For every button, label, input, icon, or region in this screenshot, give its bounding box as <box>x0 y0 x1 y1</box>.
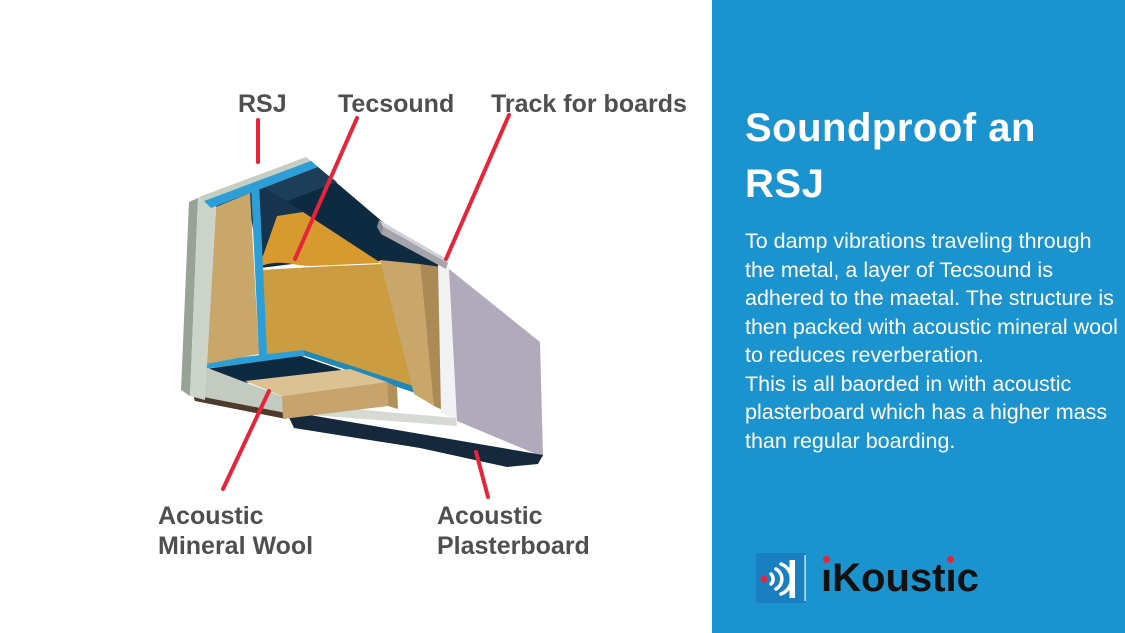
leader-lines <box>221 113 511 499</box>
track-end-cap <box>377 220 383 234</box>
mineral-wool-left-slab <box>206 193 259 364</box>
top-board-sliver <box>199 157 311 201</box>
brand-logo: ıKoustıc <box>756 551 979 605</box>
leader-mineral-wool <box>221 389 271 491</box>
description-paragraph-1: To damp vibrations traveling through the… <box>745 229 1118 367</box>
wool-block-front <box>282 382 388 419</box>
rsj-cutaway-illustration <box>181 113 543 499</box>
label-tecsound: Tecsound <box>338 90 455 118</box>
label-acoustic-mineral-wool: Acoustic Mineral Wool <box>158 502 314 560</box>
leader-track <box>444 113 511 261</box>
mineral-wool-column-light <box>380 260 434 406</box>
tecsound-bottom-rim-left <box>201 350 305 369</box>
description-text: To damp vibrations traveling through the… <box>745 227 1121 455</box>
tecsound-web-strip <box>251 181 267 356</box>
track-front-face <box>381 227 448 269</box>
tecsound-wedge <box>259 212 381 267</box>
logo-text: ıKoustıc <box>821 551 979 605</box>
steel-web-pocket <box>259 184 303 263</box>
label-rsj: RSJ <box>238 90 287 118</box>
left-board-face <box>190 193 217 400</box>
tecsound-bottom-rim-right <box>303 350 445 403</box>
leader-plasterboard <box>474 450 490 499</box>
left-board-outer-edge <box>181 198 198 396</box>
info-panel: Soundproof an RSJ To damp vibrations tra… <box>712 0 1125 633</box>
beam-underside-shadow <box>286 411 543 467</box>
label-acoustic-plasterboard: Acoustic Plasterboard <box>437 502 590 560</box>
description-paragraph-2: This is all baorded in with acoustic pla… <box>745 371 1108 453</box>
cavity-shadow <box>205 356 345 383</box>
wool-block-side <box>387 382 398 409</box>
plasterboard-panel <box>449 269 543 457</box>
sound-wave-icon <box>756 553 806 603</box>
label-track-for-boards: Track for boards <box>491 90 687 118</box>
leader-tecsound <box>293 116 359 261</box>
plasterboard-edge-strip <box>438 262 457 420</box>
track-top-face <box>379 220 448 263</box>
bottom-shadow-strip <box>193 395 286 419</box>
wool-block-top <box>245 369 387 396</box>
tecsound-top-rim <box>204 161 318 208</box>
page-title: Soundproof an RSJ <box>745 106 1036 206</box>
